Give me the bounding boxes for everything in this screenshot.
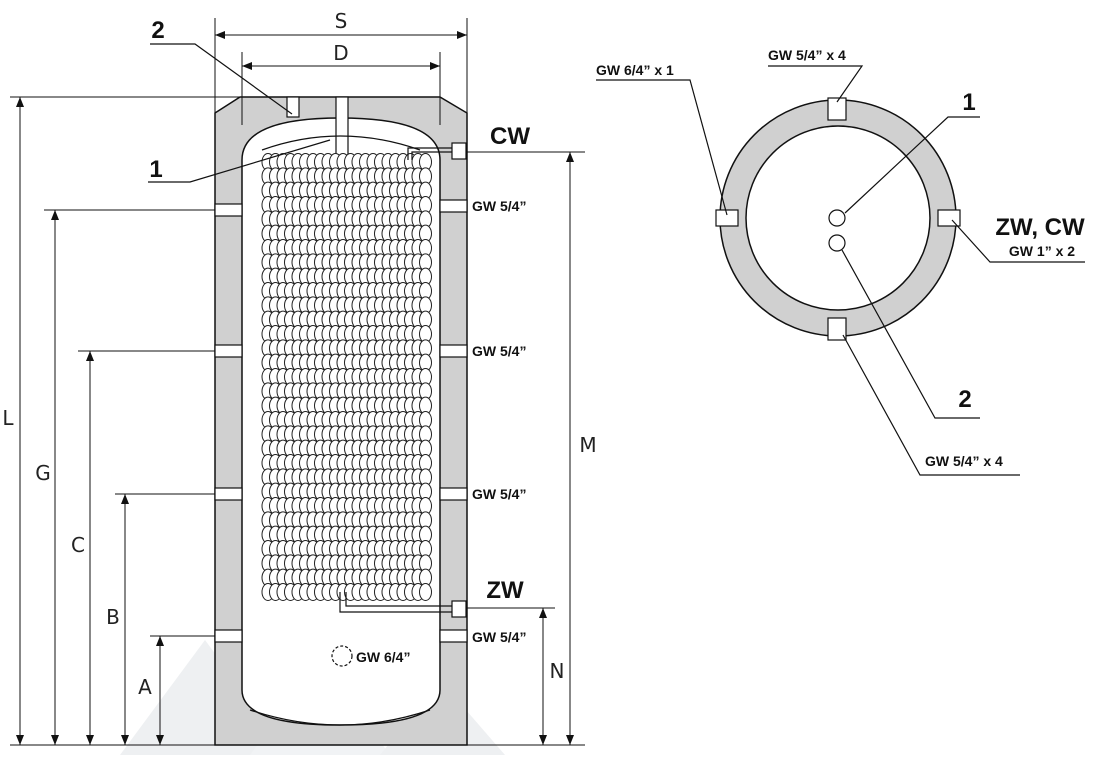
socket-left-1: [214, 203, 243, 217]
dim-l-label: L: [2, 406, 14, 430]
top-port-west: [715, 209, 739, 227]
bottom-dome: [249, 709, 431, 726]
dimension-lines: [10, 18, 585, 746]
side-callout-1: 1: [149, 156, 162, 183]
dim-d-label: D: [333, 41, 348, 65]
drain-port-label: GW 6/4”: [356, 649, 410, 665]
port-right-title: ZW, CW: [995, 214, 1085, 241]
tank-top-view: [596, 65, 1085, 476]
socket-right-4: [439, 629, 468, 643]
zw-pipe: [339, 592, 455, 613]
zw-label: ZW: [486, 577, 524, 604]
sensor-port-2-label: GW 5/4”: [472, 343, 526, 359]
drain-port-icon: [331, 645, 353, 667]
socket-right-3: [439, 487, 468, 501]
top-port-south: [827, 317, 847, 341]
dim-s-label: S: [335, 9, 348, 33]
side-callout-2: 2: [151, 17, 164, 44]
port-top-label: GW 5/4” x 4: [768, 47, 846, 63]
socket-right-2: [439, 344, 468, 358]
dim-b-label: B: [106, 605, 120, 629]
cw-label: CW: [490, 123, 530, 150]
top-port-north: [827, 97, 847, 121]
top-callout-2: 2: [958, 386, 971, 413]
sensor-port-3-label: GW 5/4”: [472, 486, 526, 502]
socket-right-1: [439, 199, 468, 213]
dim-n-label: N: [550, 659, 565, 683]
top-center-port-1: [828, 209, 846, 227]
top-callout-1: 1: [962, 89, 975, 116]
top-port-1: [335, 96, 349, 156]
socket-left-2: [214, 344, 243, 358]
dim-a-label: A: [138, 675, 152, 699]
top-center-port-2: [828, 234, 846, 252]
top-dome-line: [261, 135, 421, 151]
port-bottom-label: GW 5/4” x 4: [925, 453, 1003, 469]
sensor-port-4-label: GW 5/4”: [472, 629, 526, 645]
top-port-2: [286, 96, 300, 118]
socket-left-3: [214, 487, 243, 501]
cw-connector: [451, 142, 467, 160]
heat-exchanger-coil: [261, 153, 432, 601]
dim-g-label: G: [35, 461, 51, 485]
port-right-sub: GW 1” x 2: [1009, 243, 1075, 259]
top-port-east: [937, 209, 961, 227]
coil-turn: [419, 583, 432, 601]
sensor-port-1-label: GW 5/4”: [472, 198, 526, 214]
zw-connector: [451, 600, 467, 618]
port-left-label: GW 6/4” x 1: [596, 62, 674, 78]
cw-pipe: [407, 147, 455, 160]
dim-c-label: C: [71, 533, 85, 557]
socket-left-4: [214, 629, 243, 643]
tank-side-view: [214, 96, 468, 746]
dim-m-label: M: [579, 433, 596, 457]
